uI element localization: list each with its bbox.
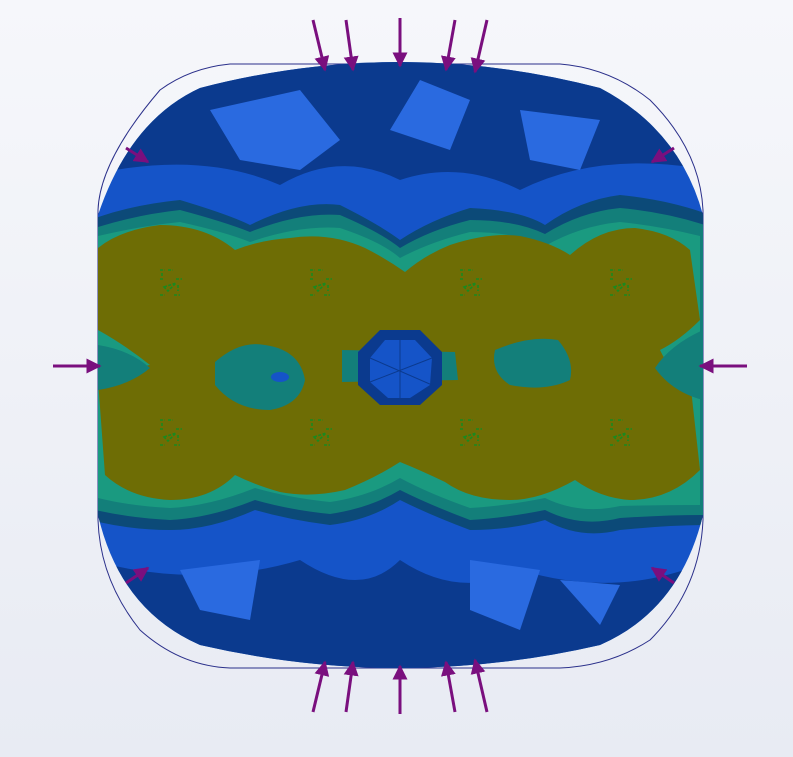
part-outline [97,63,704,669]
fixture-markers [160,269,632,446]
fixture-marker-icon[interactable] [460,419,482,446]
load-arrow-icon[interactable] [311,19,330,72]
load-arrow-icon[interactable] [125,146,150,164]
load-arrow-icon[interactable] [441,660,457,713]
load-arrow-icon[interactable] [343,660,359,713]
load-arrows [53,18,747,714]
low-stress-light-facets-bottom [180,560,620,630]
load-arrow-icon[interactable] [311,660,330,713]
fixture-marker-icon[interactable] [310,419,332,446]
hub-hole-icon[interactable] [358,330,442,405]
load-arrow-icon[interactable] [650,566,675,585]
fixture-marker-icon[interactable] [610,269,632,296]
load-arrow-icon[interactable] [343,19,359,72]
fixture-marker-icon[interactable] [610,419,632,446]
load-arrow-icon[interactable] [470,658,489,713]
load-arrow-icon[interactable] [441,19,457,72]
fixture-marker-icon[interactable] [310,269,332,296]
low-stress-spot [271,372,289,382]
low-stress-light-facets-top [210,80,600,170]
load-arrow-icon[interactable] [470,19,489,74]
load-arrow-icon[interactable] [125,566,150,585]
mid-stress-island-left-edge [98,345,150,390]
fixture-marker-icon[interactable] [160,419,182,446]
fixture-marker-icon[interactable] [460,269,482,296]
mid-stress-island-right [494,338,572,388]
mid-stress-island-left [215,344,305,410]
fixture-marker-icon[interactable] [160,269,182,296]
mid-stress-island-right-edge [655,330,703,400]
load-arrow-icon[interactable] [650,146,675,164]
